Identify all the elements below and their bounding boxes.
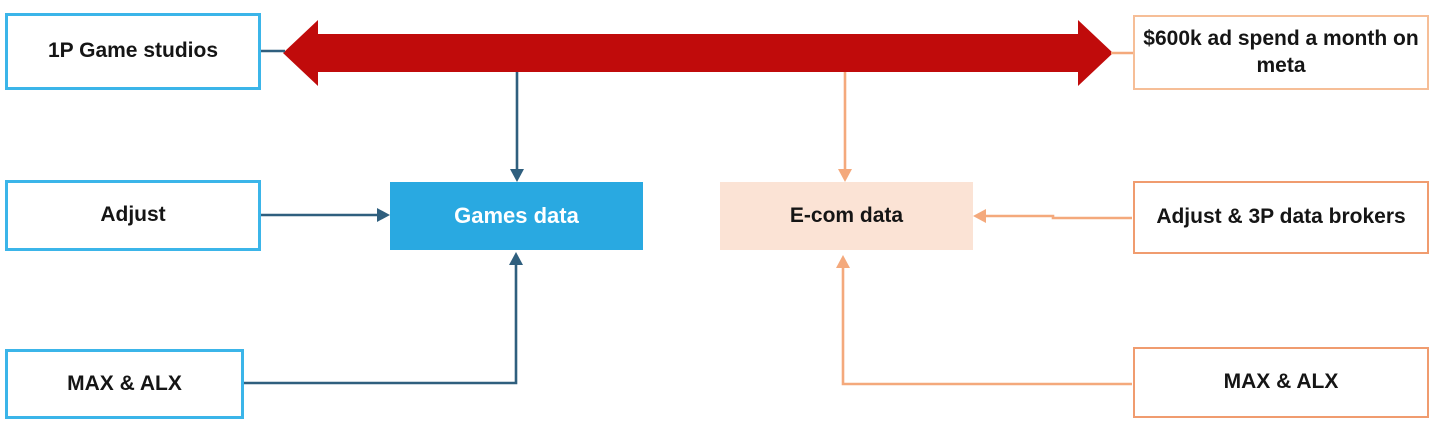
node-ecom-data: E-com data xyxy=(720,182,973,250)
edge-brokers-to-ecom-data-line xyxy=(986,214,1132,220)
node-1p-game-studios: 1P Game studios xyxy=(5,13,261,90)
node-games-data-label: Games data xyxy=(454,203,579,229)
node-adjust-brokers: Adjust & 3P data brokers xyxy=(1133,181,1429,254)
edge-max-alx-right-to-ecom-data-line xyxy=(841,266,1132,386)
node-max-alx-right-label: MAX & ALX xyxy=(1223,370,1339,394)
red-bidirectional-arrow xyxy=(283,20,1113,86)
edge-red-arrow-to-ecom-data-head xyxy=(838,169,852,182)
node-max-alx-left-label: MAX & ALX xyxy=(67,371,182,395)
edge-max-alx-left-to-games-data-head xyxy=(509,252,523,265)
edge-adjust-to-games-data-head xyxy=(377,208,390,222)
node-adjust: Adjust xyxy=(5,180,261,251)
node-ad-spend: $600k ad spend a month on meta xyxy=(1133,15,1429,90)
node-games-data: Games data xyxy=(390,182,643,250)
node-ecom-data-label: E-com data xyxy=(789,203,904,227)
node-max-alx-right: MAX & ALX xyxy=(1133,347,1429,418)
edge-max-alx-left-to-games-data-line xyxy=(244,263,518,385)
node-adjust-brokers-label: Adjust & 3P data brokers xyxy=(1156,205,1406,229)
node-1p-game-studios-label: 1P Game studios xyxy=(47,39,218,63)
node-ad-spend-label: $600k ad spend a month on meta xyxy=(1143,27,1419,77)
edge-max-alx-right-to-ecom-data-head xyxy=(836,255,850,268)
edge-brokers-to-ecom-data-head xyxy=(973,209,986,223)
node-max-alx-left: MAX & ALX xyxy=(5,349,244,419)
node-adjust-label: Adjust xyxy=(100,203,166,227)
edge-red-arrow-to-games-data-head xyxy=(510,169,524,182)
